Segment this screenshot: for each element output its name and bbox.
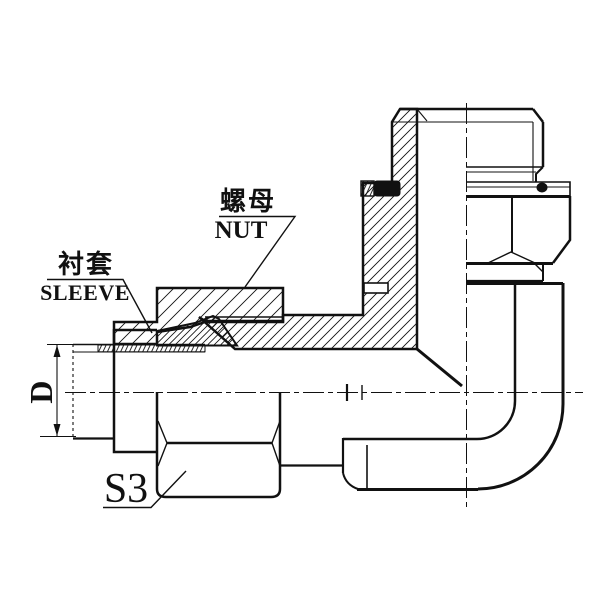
sleeve-hatch-region [156, 314, 239, 347]
seal-washer-external [466, 181, 571, 198]
washer-outline [466, 181, 571, 196]
dimension-d-label: D [23, 380, 59, 403]
nut-label-en: NUT [215, 217, 268, 244]
body-hex-chamfer-arc [342, 472, 359, 490]
nut-leader-line [219, 215, 297, 288]
centerlines [65, 103, 583, 508]
flange-chamfer-tick [534, 263, 544, 273]
arrow-up-icon [53, 345, 61, 357]
sleeve-section [156, 314, 239, 347]
thread-undercut [535, 166, 544, 182]
tube-section [72, 343, 363, 440]
label-s3: S3 [103, 466, 187, 512]
bore-mouth-chamfer [416, 108, 428, 122]
wrench-size-label: S3 [104, 466, 148, 512]
sleeve-leader-line [47, 278, 153, 334]
elbow-inner-bend-arc [476, 400, 517, 441]
body-section [198, 107, 463, 388]
nut-collar-outline [112, 329, 157, 454]
thread-relief-groove [363, 282, 389, 294]
seal-retainer-ring [360, 180, 375, 197]
locknut-chamfer-arc [487, 251, 536, 264]
elbow-body-external [280, 263, 565, 491]
sleeve-label-cn: 衬套 [58, 250, 114, 280]
stud-chamfer [532, 108, 544, 123]
stud-thread-external [393, 107, 545, 182]
locknut-side-chamfer [551, 196, 572, 264]
elbow-outer-bend-arc [477, 403, 565, 491]
bore-corner-chamfer-edge [416, 347, 463, 388]
s3-leader-line [103, 470, 187, 509]
nut-hex-chamfer-left [157, 420, 168, 467]
nut-hex-silhouette [155, 392, 282, 499]
locknut-external [466, 196, 572, 265]
label-nut: 螺母 NUT [215, 187, 297, 288]
arrow-down-icon [53, 424, 61, 436]
label-sleeve: 衬套 SLEEVE [40, 250, 153, 334]
nut-label-cn: 螺母 [220, 187, 276, 217]
o-ring-dot [536, 182, 548, 193]
o-ring-seal-section [373, 180, 401, 197]
dimension-d: D [23, 343, 76, 438]
nut-external [112, 329, 282, 499]
sleeve-label-en: SLEEVE [40, 280, 130, 305]
